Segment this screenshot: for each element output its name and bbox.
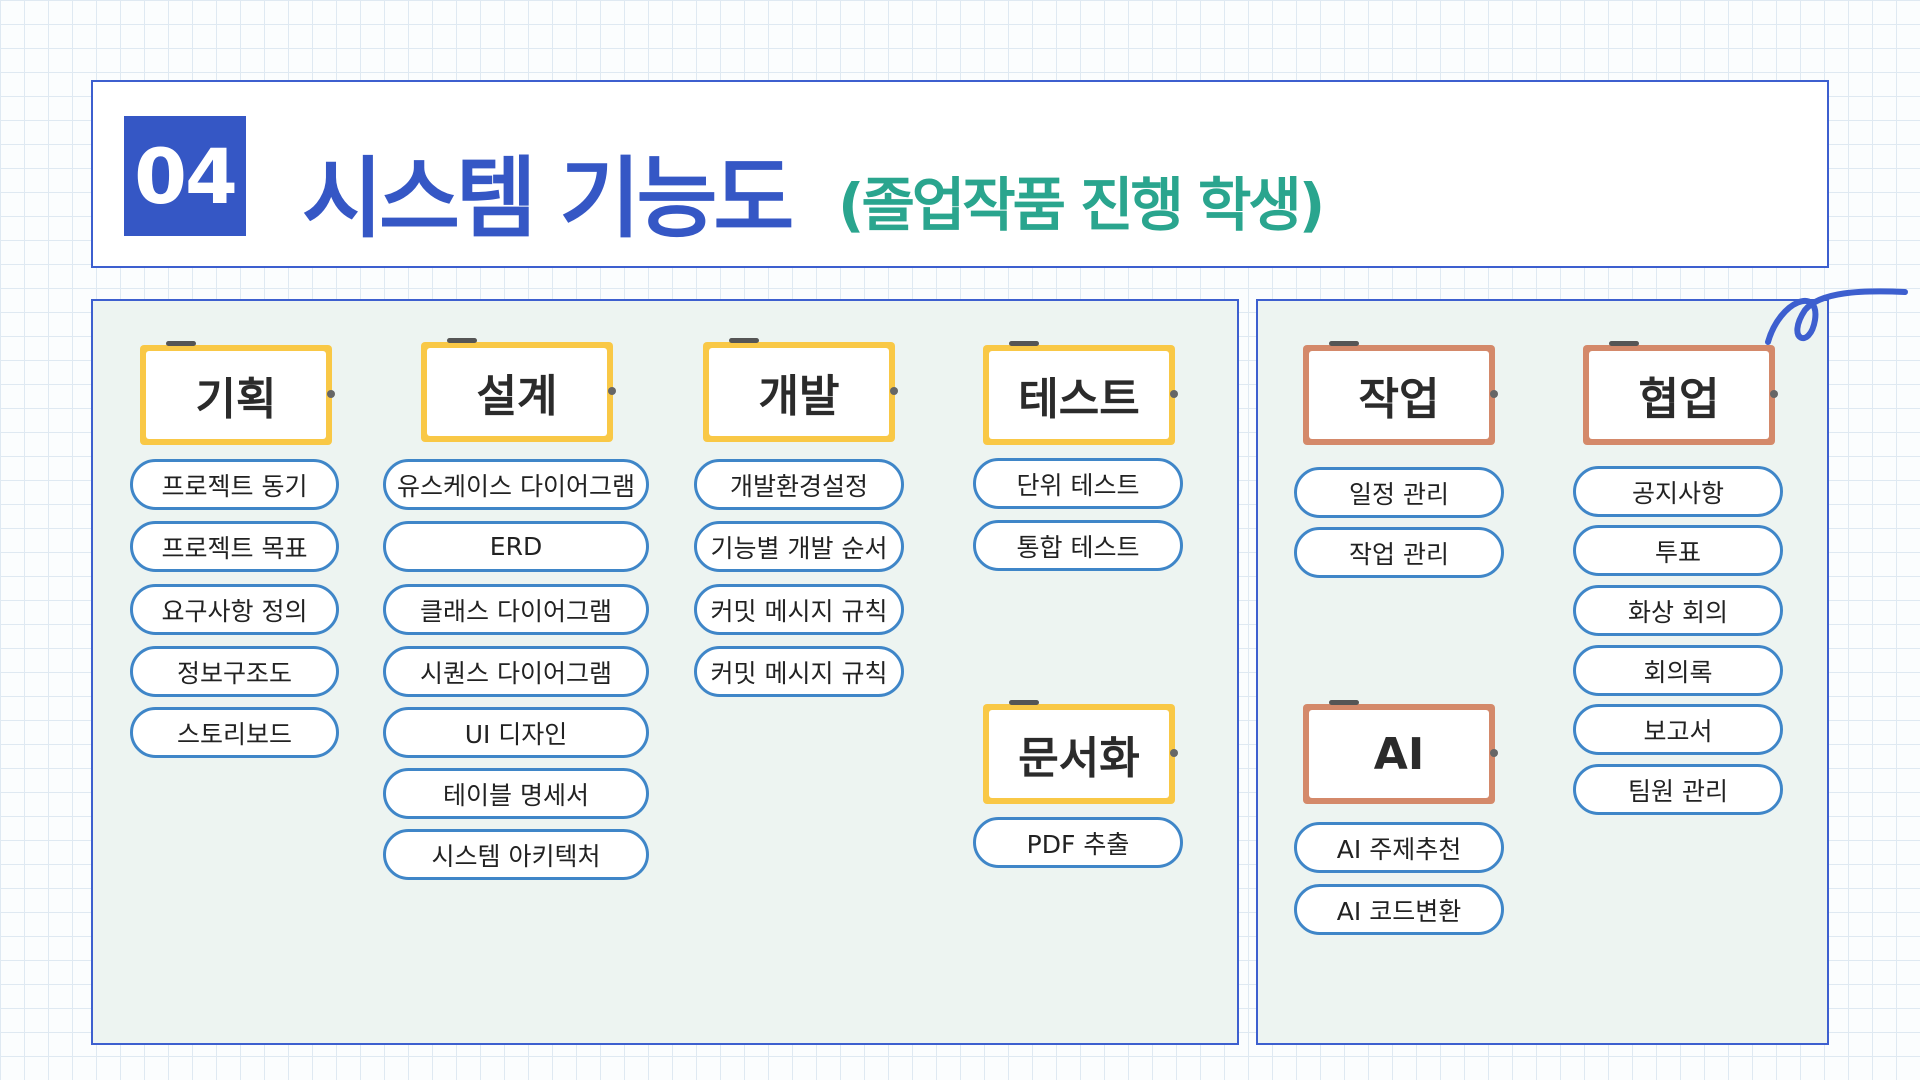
page-title: 시스템 기능도 xyxy=(302,147,794,250)
category-title: 개발 xyxy=(709,348,889,436)
category-title: 기획 xyxy=(146,351,326,439)
category-title: 설계 xyxy=(427,348,607,436)
category-title: 문서화 xyxy=(989,710,1169,798)
page-subtitle: (졸업작품 진행 학생) xyxy=(838,171,1325,239)
feature-pill[interactable]: 회의록 xyxy=(1573,645,1783,696)
category-box[interactable]: 설계 xyxy=(421,338,616,442)
category-title: 작업 xyxy=(1309,351,1489,439)
feature-pill[interactable]: 팀원 관리 xyxy=(1573,764,1783,815)
feature-pill[interactable]: ERD xyxy=(383,521,649,572)
feature-pill[interactable]: AI 코드변환 xyxy=(1294,884,1504,935)
feature-pill[interactable]: 개발환경설정 xyxy=(694,459,904,510)
feature-pill[interactable]: 클래스 다이어그램 xyxy=(383,584,649,635)
feature-pill[interactable]: 보고서 xyxy=(1573,704,1783,755)
feature-pill[interactable]: 공지사항 xyxy=(1573,466,1783,517)
category-title: AI xyxy=(1309,710,1489,798)
feature-pill[interactable]: 단위 테스트 xyxy=(973,458,1183,509)
category-box[interactable]: AI xyxy=(1303,700,1498,804)
category-box[interactable]: 문서화 xyxy=(983,700,1178,804)
feature-pill[interactable]: 화상 회의 xyxy=(1573,585,1783,636)
category-box[interactable]: 테스트 xyxy=(983,341,1178,445)
feature-pill[interactable]: 작업 관리 xyxy=(1294,527,1504,578)
category-title: 협업 xyxy=(1589,351,1769,439)
feature-pill[interactable]: 시퀀스 다이어그램 xyxy=(383,646,649,697)
feature-pill[interactable]: 유스케이스 다이어그램 xyxy=(383,459,649,510)
feature-pill[interactable]: 프로젝트 목표 xyxy=(130,521,339,572)
category-box[interactable]: 기획 xyxy=(140,341,335,445)
header-box xyxy=(91,80,1829,268)
feature-pill[interactable]: 기능별 개발 순서 xyxy=(694,521,904,572)
feature-pill[interactable]: 요구사항 정의 xyxy=(130,584,339,635)
category-box[interactable]: 작업 xyxy=(1303,341,1498,445)
feature-pill[interactable]: AI 주제추천 xyxy=(1294,822,1504,873)
feature-pill[interactable]: 커밋 메시지 규칙 xyxy=(694,646,904,697)
section-number: 04 xyxy=(124,116,246,236)
feature-pill[interactable]: 시스템 아키텍처 xyxy=(383,829,649,880)
feature-pill[interactable]: 스토리보드 xyxy=(130,707,339,758)
category-box[interactable]: 개발 xyxy=(703,338,898,442)
squiggle-decoration-icon xyxy=(1765,288,1908,345)
feature-pill[interactable]: 프로젝트 동기 xyxy=(130,459,339,510)
feature-pill[interactable]: 일정 관리 xyxy=(1294,467,1504,518)
feature-pill[interactable]: 테이블 명세서 xyxy=(383,768,649,819)
feature-pill[interactable]: PDF 추출 xyxy=(973,817,1183,868)
feature-pill[interactable]: 커밋 메시지 규칙 xyxy=(694,584,904,635)
feature-pill[interactable]: 투표 xyxy=(1573,525,1783,576)
feature-pill[interactable]: UI 디자인 xyxy=(383,707,649,758)
category-box[interactable]: 협업 xyxy=(1583,341,1778,445)
feature-pill[interactable]: 통합 테스트 xyxy=(973,520,1183,571)
category-title: 테스트 xyxy=(989,351,1169,439)
feature-pill[interactable]: 정보구조도 xyxy=(130,646,339,697)
